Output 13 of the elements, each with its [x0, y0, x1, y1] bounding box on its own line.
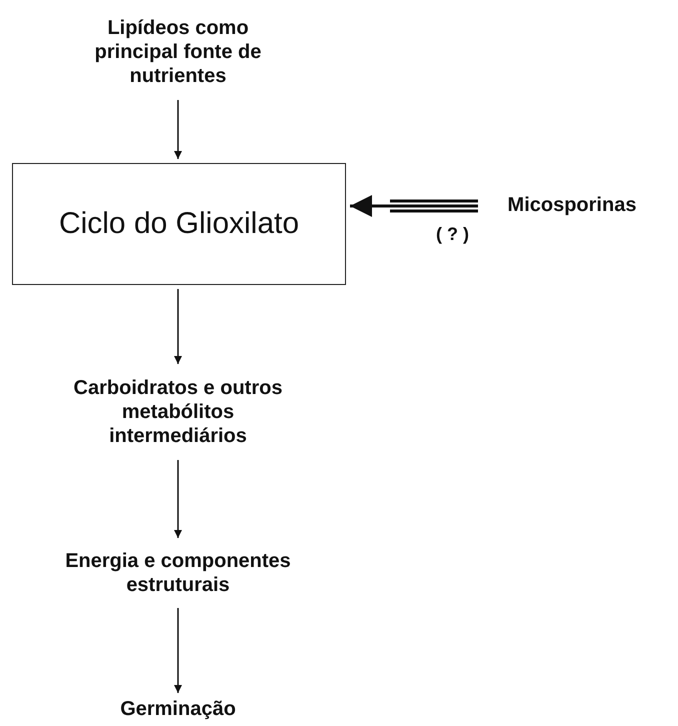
process-box [12, 163, 346, 285]
edge-label: ( ? ) [434, 224, 471, 245]
arrow [174, 608, 182, 693]
node-label: Ciclo do Glioxilato [58, 206, 300, 242]
node-label: Lipídeos como principal fonte de nutrientes [94, 16, 262, 88]
arrow [174, 460, 182, 538]
arrow [174, 289, 182, 364]
node-label: Energia e componentes estruturais [64, 549, 292, 597]
node-label: Carboidratos e outros metabólitos intermediários [72, 376, 284, 448]
node-label: Micosporinas [508, 193, 636, 217]
node-label: Germinação [120, 697, 236, 721]
arrow [174, 100, 182, 159]
arrow [350, 195, 478, 217]
